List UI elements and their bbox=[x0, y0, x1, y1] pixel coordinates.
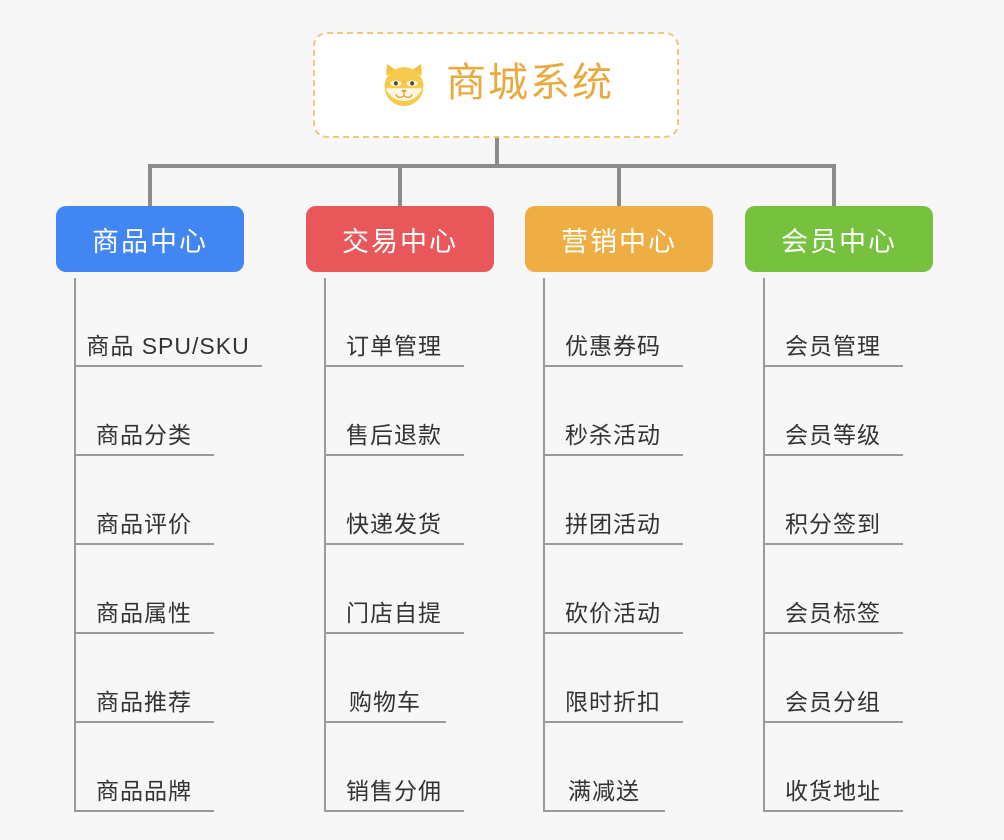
leaf-label: 销售分佣 bbox=[346, 778, 442, 804]
leaf-label: 会员标签 bbox=[785, 600, 881, 626]
leaf-list-member-center: 会员管理 会员等级 积分签到 会员标签 会员分组 收货地址 bbox=[745, 278, 933, 812]
leaf-item[interactable]: 门店自提 bbox=[324, 545, 464, 634]
leaf-item[interactable]: 快递发货 bbox=[324, 456, 464, 545]
branch-header-product-center[interactable]: 商品中心 bbox=[56, 206, 244, 272]
root-title: 商城系统 bbox=[446, 61, 614, 105]
leaf-item[interactable]: 会员分组 bbox=[763, 634, 903, 723]
dog-face-emoji-icon bbox=[384, 63, 424, 107]
branch-header-label: 会员中心 bbox=[781, 226, 897, 257]
leaf-label: 砍价活动 bbox=[565, 600, 661, 626]
leaf-item[interactable]: 收货地址 bbox=[763, 723, 903, 812]
leaf-label: 商品品牌 bbox=[96, 778, 192, 804]
leaf-label: 售后退款 bbox=[346, 422, 442, 448]
branch-header-trade-center[interactable]: 交易中心 bbox=[306, 206, 494, 272]
connector-drop-3 bbox=[617, 164, 621, 206]
leaf-label: 快递发货 bbox=[346, 511, 442, 537]
leaf-item[interactable]: 商品分类 bbox=[74, 367, 214, 456]
leaf-item[interactable]: 商品 SPU/SKU bbox=[74, 278, 262, 367]
leaf-item[interactable]: 限时折扣 bbox=[543, 634, 683, 723]
leaf-label: 商品推荐 bbox=[96, 689, 192, 715]
leaf-label: 会员分组 bbox=[785, 689, 881, 715]
leaf-item[interactable]: 会员管理 bbox=[763, 278, 903, 367]
branch-header-label: 营销中心 bbox=[561, 226, 677, 257]
leaf-label: 商品 SPU/SKU bbox=[86, 333, 250, 359]
leaf-label: 积分签到 bbox=[785, 511, 881, 537]
connector-drop-4 bbox=[832, 164, 836, 206]
leaf-label: 商品属性 bbox=[96, 600, 192, 626]
leaf-label: 秒杀活动 bbox=[565, 422, 661, 448]
connector-horizontal-bus bbox=[148, 164, 836, 168]
branch-header-label: 交易中心 bbox=[342, 226, 458, 257]
leaf-label: 会员管理 bbox=[785, 333, 881, 359]
leaf-label: 商品评价 bbox=[96, 511, 192, 537]
branch-column-member-center: 会员中心 会员管理 会员等级 积分签到 会员标签 会员分组 收货地址 bbox=[745, 206, 933, 812]
leaf-item[interactable]: 满减送 bbox=[543, 723, 665, 812]
leaf-label: 购物车 bbox=[349, 689, 421, 715]
leaf-list-product-center: 商品 SPU/SKU 商品分类 商品评价 商品属性 商品推荐 商品品牌 bbox=[56, 278, 262, 812]
leaf-label: 商品分类 bbox=[96, 422, 192, 448]
branch-column-product-center: 商品中心 商品 SPU/SKU 商品分类 商品评价 商品属性 商品推荐 商品品牌 bbox=[56, 206, 262, 812]
leaf-list-marketing-center: 优惠券码 秒杀活动 拼团活动 砍价活动 限时折扣 满减送 bbox=[525, 278, 713, 812]
leaf-label: 收货地址 bbox=[785, 778, 881, 804]
branch-header-member-center[interactable]: 会员中心 bbox=[745, 206, 933, 272]
leaf-item[interactable]: 砍价活动 bbox=[543, 545, 683, 634]
leaf-item[interactable]: 购物车 bbox=[324, 634, 446, 723]
leaf-label: 限时折扣 bbox=[565, 689, 661, 715]
branch-header-label: 商品中心 bbox=[92, 226, 208, 257]
leaf-item[interactable]: 销售分佣 bbox=[324, 723, 464, 812]
leaf-item[interactable]: 积分签到 bbox=[763, 456, 903, 545]
leaf-label: 拼团活动 bbox=[565, 511, 661, 537]
connector-drop-1 bbox=[148, 164, 152, 206]
leaf-item[interactable]: 拼团活动 bbox=[543, 456, 683, 545]
root-node[interactable]: 商城系统 bbox=[313, 32, 679, 138]
leaf-label: 订单管理 bbox=[346, 333, 442, 359]
leaf-label: 门店自提 bbox=[346, 600, 442, 626]
leaf-item[interactable]: 商品评价 bbox=[74, 456, 214, 545]
leaf-item[interactable]: 商品推荐 bbox=[74, 634, 214, 723]
leaf-item[interactable]: 售后退款 bbox=[324, 367, 464, 456]
leaf-item[interactable]: 会员标签 bbox=[763, 545, 903, 634]
leaf-label: 优惠券码 bbox=[565, 333, 661, 359]
leaf-item[interactable]: 商品属性 bbox=[74, 545, 214, 634]
branch-column-marketing-center: 营销中心 优惠券码 秒杀活动 拼团活动 砍价活动 限时折扣 满减送 bbox=[525, 206, 713, 812]
leaf-label: 会员等级 bbox=[785, 422, 881, 448]
leaf-item[interactable]: 会员等级 bbox=[763, 367, 903, 456]
connector-drop-2 bbox=[398, 164, 402, 206]
leaf-list-trade-center: 订单管理 售后退款 快递发货 门店自提 购物车 销售分佣 bbox=[306, 278, 494, 812]
leaf-item[interactable]: 订单管理 bbox=[324, 278, 464, 367]
leaf-label: 满减送 bbox=[568, 778, 640, 804]
connector-root-stem bbox=[495, 138, 499, 166]
leaf-item[interactable]: 优惠券码 bbox=[543, 278, 683, 367]
branch-header-marketing-center[interactable]: 营销中心 bbox=[525, 206, 713, 272]
branch-column-trade-center: 交易中心 订单管理 售后退款 快递发货 门店自提 购物车 销售分佣 bbox=[306, 206, 494, 812]
leaf-item[interactable]: 商品品牌 bbox=[74, 723, 214, 812]
leaf-item[interactable]: 秒杀活动 bbox=[543, 367, 683, 456]
